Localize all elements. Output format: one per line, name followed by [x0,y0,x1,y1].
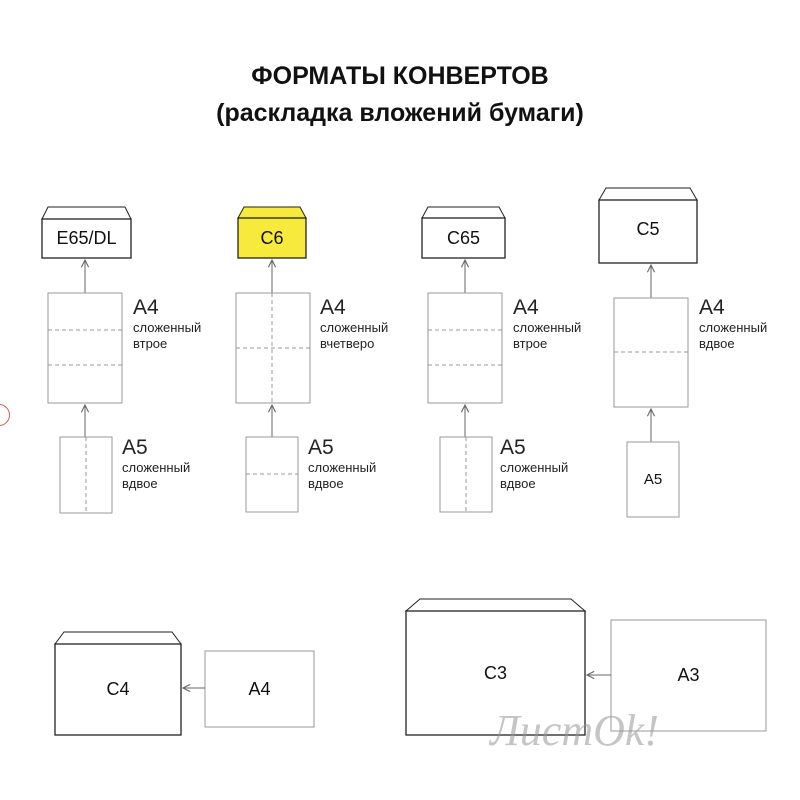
envelope-c5-flap [598,187,698,201]
envelope-label: C3 [483,662,507,683]
envelope-label: C4 [106,679,130,699]
envelope-c4 [54,643,182,736]
envelope-c3-flap [404,598,587,612]
envelope-c65-flap [421,206,506,219]
watermark-logo: ЛистOk! [490,706,660,755]
envelope-c5 [598,199,698,264]
envelope-label: E65/DL [56,228,117,248]
title-line1: ФОРМАТЫ КОНВЕРТОВ [251,62,549,90]
envelope-c3 [405,610,586,736]
envelope-label: C65 [446,227,481,248]
a5-label: A5 [643,471,663,488]
envelope-e65-flap [41,206,132,220]
paper-a4-bottom [204,650,315,728]
envelope-label: C5 [636,218,660,239]
envelope-c65 [421,217,506,259]
title-line2: (раскладка вложений бумаги) [216,99,584,127]
envelope-label: C6 [260,227,284,248]
envelope-c4-flap [54,631,182,645]
paper-a4-col3 [427,292,503,404]
paper-label: A3 [677,665,700,685]
envelope-c6-flap [237,206,307,219]
envelope-e65 [41,218,132,259]
paper-a5-col4 [626,441,680,518]
paper-a4-col1 [47,292,123,404]
envelope-c6 [237,217,307,259]
paper-label: A4 [248,678,271,699]
